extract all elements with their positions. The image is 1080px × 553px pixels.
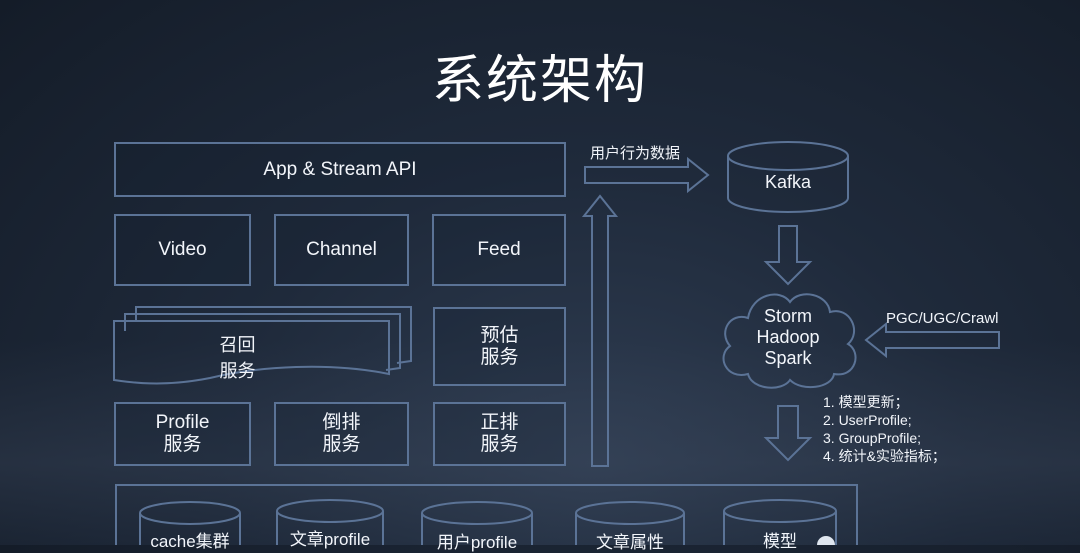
kafka-down-arrow: [763, 225, 813, 286]
decor-circle: [817, 536, 835, 545]
inverted-index-service-box: 倒排 服务: [274, 402, 409, 466]
kafka-cylinder: [727, 141, 849, 213]
page-title: 系统架构: [431, 51, 648, 111]
app-stream-api-box: App & Stream API: [114, 142, 566, 197]
profile-service-box: Profile 服务: [114, 402, 251, 466]
recall-service-label: 召回 服务: [219, 335, 256, 381]
storage-model: 模型: [763, 532, 797, 551]
storage-container: [115, 484, 858, 545]
upstream-arrow: [581, 194, 619, 467]
behavior-data-arrow: [584, 156, 710, 194]
estimate-service-box: 预估 服务: [433, 307, 566, 386]
db-cylinder-1: [276, 499, 384, 545]
output-down-arrow: [763, 405, 813, 462]
compute-cloud: [722, 293, 857, 389]
db-cylinder-4: [723, 499, 837, 545]
output-list: 1. 模型更新； 2. UserProfile; 3. GroupProfile…: [823, 393, 946, 465]
feed-module-box: Feed: [432, 214, 566, 286]
video-module-box: Video: [114, 214, 251, 286]
output-item: 4. 统计&实验指标；: [823, 448, 946, 464]
kafka-label: Kafka: [764, 172, 812, 192]
db-cylinder-2: [421, 501, 533, 545]
storage-user-profile: 用户profile: [436, 533, 518, 552]
channel-module-box: Channel: [274, 214, 409, 286]
compute-cloud-label: Storm Hadoop Spark: [756, 306, 820, 368]
source-left-arrow: [864, 321, 1000, 359]
recall-stack-shape: [113, 306, 412, 385]
storage-cache-cluster: cache集群: [150, 532, 230, 551]
db-cylinder-0: [139, 501, 241, 545]
output-item: 2. UserProfile;: [823, 412, 912, 428]
user-behavior-label: 用户行为数据: [590, 145, 681, 162]
output-item: 3. GroupProfile;: [823, 430, 922, 446]
db-cylinder-3: [575, 501, 685, 545]
output-item: 1. 模型更新；: [823, 394, 909, 410]
forward-index-service-box: 正排 服务: [433, 402, 566, 466]
storage-article-profile: 文章profile: [289, 530, 371, 549]
storage-article-attributes: 文章属性: [596, 533, 664, 552]
external-source-label: PGC/UGC/Crawl: [886, 310, 999, 327]
